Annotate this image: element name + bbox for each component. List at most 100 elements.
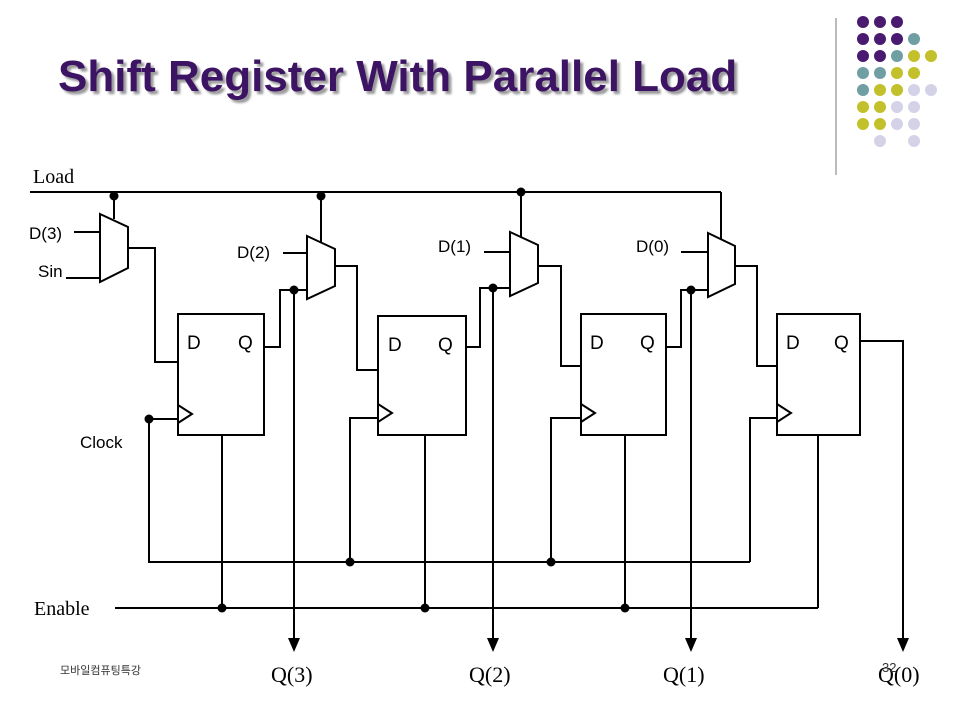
- flip-flop-0: [776, 313, 861, 436]
- clock-to-ff0: [749, 417, 777, 562]
- junction-dot: [144, 414, 154, 424]
- clock-triangle-ff3: [177, 404, 194, 424]
- deco-dot: [908, 50, 920, 62]
- d0-label: D(0): [636, 237, 669, 256]
- clock-label: Clock: [80, 433, 123, 452]
- output-q1-label: Q(1): [663, 662, 705, 687]
- deco-dot: [891, 50, 903, 62]
- junction-dot: [546, 557, 556, 567]
- arrowhead-q2: [487, 638, 499, 652]
- arrowhead-q3: [288, 638, 300, 652]
- wire-q2-to-mux1: [466, 287, 510, 348]
- deco-dot: [874, 135, 886, 147]
- ff2-q-label: Q: [438, 335, 453, 356]
- output-q0-label: Q(0): [878, 662, 920, 687]
- load-label: Load: [33, 166, 74, 188]
- clock-to-ff1: [550, 417, 581, 562]
- junction-dot: [289, 285, 299, 295]
- ff0-d-label: D: [786, 333, 800, 354]
- deco-dot: [857, 67, 869, 79]
- ff0-q-label: Q: [834, 333, 849, 354]
- slide-title: Shift Register With Parallel Load: [58, 52, 738, 101]
- clock-triangle-ff2: [377, 403, 394, 423]
- deco-dot: [891, 67, 903, 79]
- wire-mux1-to-d: [538, 265, 581, 367]
- clock-triangle-ff0: [776, 403, 793, 423]
- flip-flop-1: [580, 313, 667, 436]
- flip-flop-2: [377, 315, 467, 436]
- d1-label: D(1): [438, 237, 471, 256]
- clock-bus: [148, 419, 750, 563]
- deco-dot: [908, 135, 920, 147]
- deco-dot: [857, 101, 869, 113]
- deco-dot: [908, 118, 920, 130]
- d2-label: D(2): [237, 243, 270, 262]
- deco-dot: [874, 118, 886, 130]
- deco-dot: [874, 50, 886, 62]
- ff3-q-label: Q: [238, 333, 253, 354]
- deco-dot: [874, 33, 886, 45]
- sin-label: Sin: [38, 262, 63, 281]
- clock-to-ff2: [349, 417, 378, 562]
- arrowhead-q0: [897, 638, 909, 652]
- wire-mux2-to-d: [335, 265, 378, 371]
- deco-dot: [874, 101, 886, 113]
- output-q2-label: Q(2): [469, 662, 511, 687]
- page-number: 32: [882, 660, 897, 675]
- wire-mux0-to-d: [735, 265, 777, 367]
- deco-dot: [857, 118, 869, 130]
- wire-q1-to-mux0: [666, 289, 708, 348]
- junction-dot: [516, 187, 526, 197]
- junction-dot: [488, 283, 498, 293]
- deco-dot: [908, 33, 920, 45]
- deco-dot: [891, 33, 903, 45]
- deco-dot: [857, 84, 869, 96]
- deco-dot: [891, 118, 903, 130]
- output-arrowheads: [288, 638, 909, 652]
- junction-dot: [686, 285, 696, 295]
- mux-0: [707, 231, 736, 299]
- decorative-dot-grid: [835, 16, 937, 175]
- deco-dot: [874, 16, 886, 28]
- wire-q3-to-mux2: [264, 289, 307, 348]
- deco-dot: [857, 16, 869, 28]
- wire-q0-out: [860, 340, 904, 640]
- mux-3: [99, 212, 129, 284]
- deco-dot: [908, 84, 920, 96]
- wire-mux3-to-d: [128, 247, 178, 363]
- output-q3-label: Q(3): [271, 662, 313, 687]
- junction-dot: [345, 557, 355, 567]
- junction-dot: [109, 191, 119, 201]
- deco-dot: [908, 67, 920, 79]
- footer-course-name: 모바일컴퓨팅특강: [60, 664, 141, 677]
- multiplexers: [99, 212, 736, 301]
- wires: [30, 191, 904, 640]
- deco-dot: [925, 84, 937, 96]
- enable-label: Enable: [34, 598, 90, 620]
- clock-triangle-ff1: [580, 403, 597, 423]
- deco-dot: [908, 101, 920, 113]
- junction-dots: [109, 187, 696, 613]
- flip-flops: [177, 313, 861, 436]
- deco-dot: [857, 50, 869, 62]
- d3-label: D(3): [29, 224, 62, 243]
- arrowhead-q1: [685, 638, 697, 652]
- deco-dot: [857, 33, 869, 45]
- deco-dot: [874, 84, 886, 96]
- ff1-q-label: Q: [640, 333, 655, 354]
- deco-dot: [874, 67, 886, 79]
- mux-2: [306, 234, 336, 301]
- ff1-d-label: D: [590, 333, 604, 354]
- ff2-d-label: D: [388, 335, 402, 356]
- junction-dot: [620, 603, 630, 613]
- junction-dot: [217, 603, 227, 613]
- junction-dot: [420, 603, 430, 613]
- mux-1: [509, 230, 539, 298]
- deco-dot: [925, 50, 937, 62]
- ff3-d-label: D: [187, 333, 201, 354]
- junction-dot: [316, 191, 326, 201]
- deco-dot: [891, 16, 903, 28]
- deco-dot: [891, 84, 903, 96]
- deco-dot: [891, 101, 903, 113]
